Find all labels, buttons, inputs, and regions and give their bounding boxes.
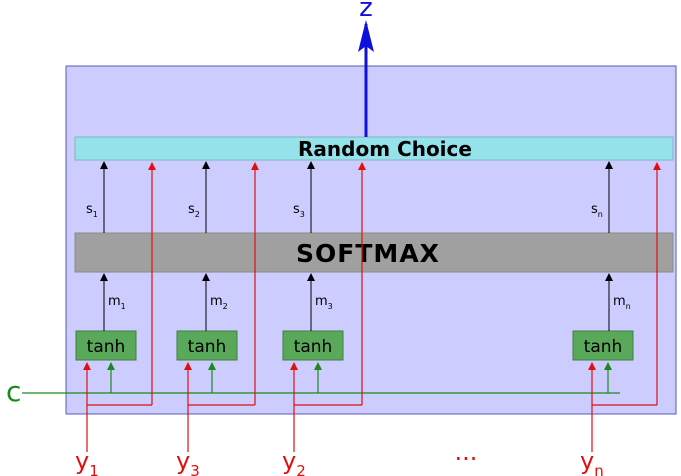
output-label: z [359, 0, 373, 23]
s-label-base: s [188, 202, 195, 217]
s-label-subscript: 1 [93, 210, 98, 219]
tanh-box [176, 330, 238, 361]
random-choice-label: Random Choice [298, 137, 472, 161]
y-label-base: y [176, 447, 190, 475]
ellipsis: ... [455, 438, 478, 466]
m-label-base: m [108, 294, 121, 309]
tanh-label: tanh [87, 337, 126, 357]
y-label-subscript: n [594, 462, 604, 476]
m-label-base: m [613, 294, 626, 309]
s-label: s3 [293, 202, 305, 219]
tanh-label: tanh [188, 337, 227, 357]
s-label-base: s [591, 202, 598, 217]
softmax-label: SOFTMAX [296, 239, 440, 268]
m-label: m1 [108, 294, 126, 311]
y-label: y3 [176, 447, 200, 476]
y-label-subscript: 3 [190, 462, 200, 476]
softmax-box [74, 232, 674, 273]
y-label-subscript: 2 [296, 462, 306, 476]
tanh-box [75, 330, 137, 361]
m-label-subscript: 2 [223, 302, 228, 311]
s-label-subscript: n [598, 210, 603, 219]
s-label-base: s [293, 202, 300, 217]
s-label-subscript: 3 [300, 210, 305, 219]
s-label: s1 [86, 202, 98, 219]
s-label-base: s [86, 202, 93, 217]
tanh-box [282, 330, 344, 361]
m-label-subscript: 3 [328, 302, 333, 311]
y-label-base: y [580, 447, 594, 475]
m-label-subscript: 1 [121, 302, 126, 311]
y-label-base: y [282, 447, 296, 475]
tanh-label: tanh [294, 337, 333, 357]
y-label: yn [580, 447, 604, 476]
y-label-base: y [75, 447, 89, 475]
output-arrowhead [358, 20, 374, 52]
m-label: m2 [210, 294, 228, 311]
tanh-label: tanh [584, 337, 623, 357]
y-label: y1 [75, 447, 99, 476]
tanh-box [572, 330, 634, 361]
s-label-subscript: 2 [195, 210, 200, 219]
context-label: c [6, 375, 21, 408]
m-label: mn [613, 294, 631, 311]
y-label: y2 [282, 447, 306, 476]
m-label-base: m [315, 294, 328, 309]
m-label-subscript: n [626, 302, 631, 311]
random-choice-box [74, 136, 674, 161]
s-label: s2 [188, 202, 200, 219]
s-label: sn [591, 202, 603, 219]
y-label-subscript: 1 [89, 462, 99, 476]
m-label: m3 [315, 294, 333, 311]
m-label-base: m [210, 294, 223, 309]
